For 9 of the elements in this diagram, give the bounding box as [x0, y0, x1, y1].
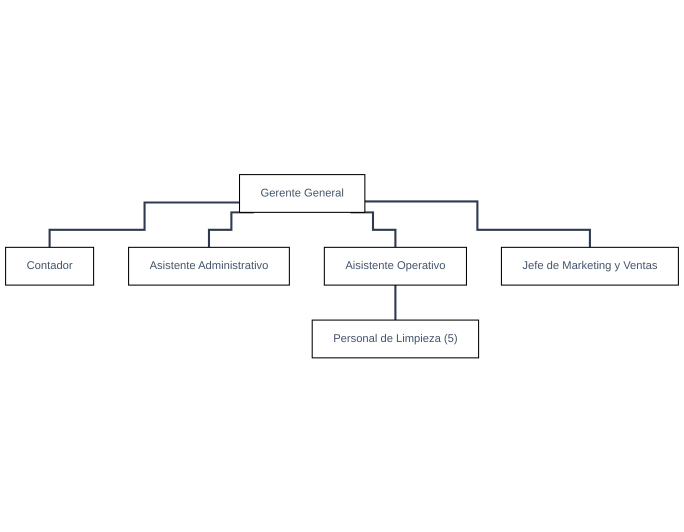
- node-box: Aisistente Operativo: [324, 246, 467, 286]
- node-box: Contador: [5, 246, 94, 286]
- connector: [394, 284, 396, 321]
- node-box: Jefe de Marketing y Ventas: [500, 246, 679, 286]
- connector: [364, 200, 591, 248]
- node-box: Personal de Limpieza (5): [312, 319, 480, 358]
- node-box: Gerente General: [239, 174, 366, 213]
- node-box: Asistente Administrativo: [128, 246, 290, 286]
- connector: [48, 201, 240, 248]
